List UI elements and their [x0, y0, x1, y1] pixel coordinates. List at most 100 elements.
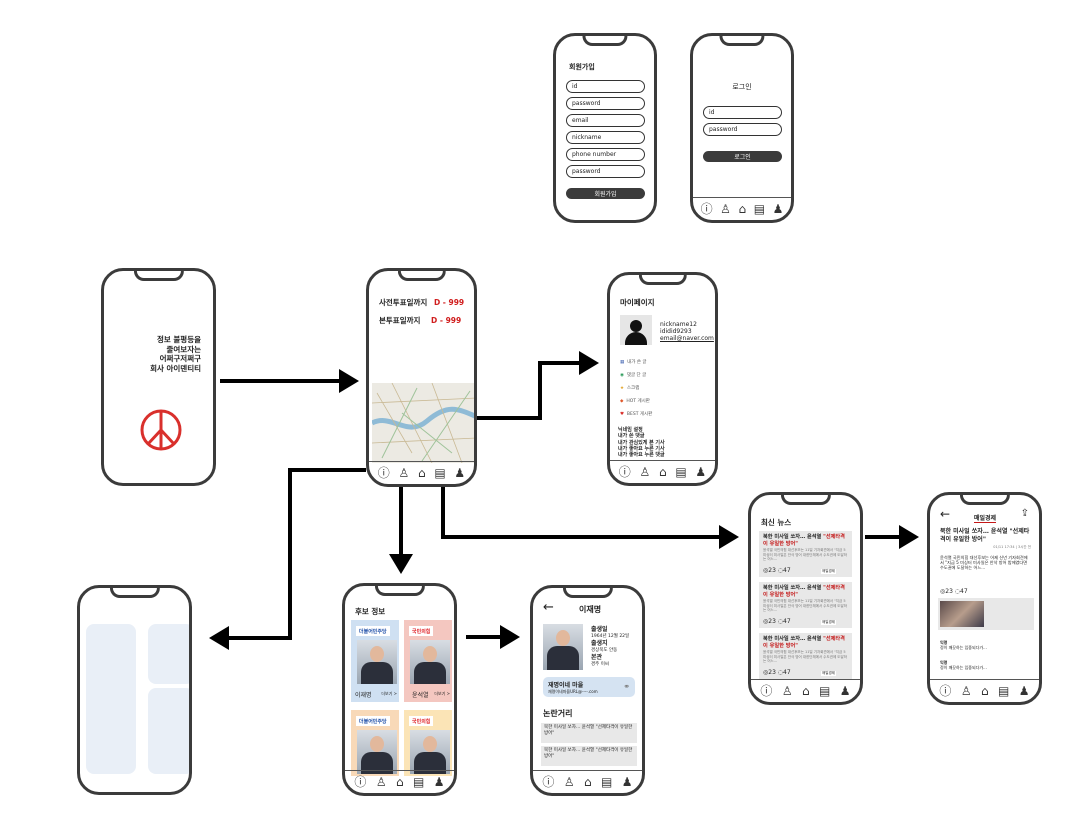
candidate-name: 이재명 — [355, 690, 372, 699]
candidate-icon[interactable]: ♙ — [961, 685, 972, 697]
tab-bar: ⓘ ♙ ⌂ ▤ ♟ — [693, 197, 791, 220]
news-icon[interactable]: ▤ — [675, 466, 686, 478]
user-icon[interactable]: ♟ — [434, 776, 445, 788]
login-password-field[interactable]: password — [703, 123, 782, 136]
candidates-title: 후보 정보 — [355, 606, 385, 617]
controversy-item[interactable]: 북한 미사일 쏘자… 윤석열 "선제타격이 유일한 방어" — [541, 723, 637, 743]
candidate-photo — [543, 624, 583, 670]
candidate-detail-screen: ← 이재명 출생일 1964년 12월 22일 출생지 경상북도 안동 본관 경… — [530, 585, 645, 796]
password-field[interactable]: password — [566, 97, 645, 110]
mypage-menu: ▦ 내가 쓴 글 ◉ 댓글 단 글 ★ 스크랩 ◆ HOT 게시판 ♥ BEST… — [620, 359, 652, 424]
tab-bar: ⓘ ♙ ⌂ ▤ ♟ — [345, 770, 454, 793]
user-icon[interactable]: ♟ — [1019, 685, 1030, 697]
article-body: 윤석열 국민의힘 대선후보는 어제 신년 기자회견에서 "지금 5 미싱터 미사… — [940, 555, 1031, 571]
more-link[interactable]: 더보기 > — [434, 691, 450, 697]
news-card[interactable]: 북한 미사일 쏘자… 윤석열 "선제타격이 유일한 방어" 윤석열 국민의힘 대… — [759, 531, 852, 577]
profile-id: ididid9293 — [660, 328, 714, 335]
blank-screen — [77, 585, 192, 795]
info-icon[interactable]: ⓘ — [354, 776, 366, 788]
mypage-screen: 마이페이지 nickname12 ididid9293 email@naver.… — [607, 272, 718, 486]
home-icon[interactable]: ⌂ — [584, 776, 592, 788]
info-icon[interactable]: ⓘ — [378, 467, 390, 479]
article-headline: 북한 미사일 쏘자… 윤석열 "선제타격이 유일한 방어" — [940, 528, 1031, 543]
menu-item-scrap[interactable]: ★ 스크랩 — [620, 385, 652, 398]
map-image[interactable] — [372, 383, 477, 463]
user-icon[interactable]: ♟ — [622, 776, 633, 788]
home-icon[interactable]: ⌂ — [739, 203, 747, 215]
news-icon[interactable]: ▤ — [754, 203, 765, 215]
news-icon[interactable]: ▤ — [413, 776, 424, 788]
camp-link-box[interactable]: 재명이네 마을 재명이네마을URL@----.com ⚭ — [543, 677, 635, 697]
login-button[interactable]: 로그인 — [703, 151, 782, 162]
id-field[interactable]: id — [566, 80, 645, 93]
article-screen: ← 매일경제 ⇪ 북한 미사일 쏘자… 윤석열 "선제타격이 유일한 방어" 0… — [927, 492, 1042, 705]
home-icon[interactable]: ⌂ — [396, 776, 404, 788]
article-stats: ◎23 ◌47 — [940, 588, 968, 595]
candidate-card[interactable]: 국민의힘 — [404, 710, 452, 776]
share-icon[interactable]: ⇪ — [1021, 508, 1029, 519]
news-icon[interactable]: ▤ — [434, 467, 445, 479]
news-icon[interactable]: ▤ — [819, 685, 830, 697]
candidate-icon[interactable]: ♙ — [720, 203, 731, 215]
news-list-screen: 최신 뉴스 북한 미사일 쏘자… 윤석열 "선제타격이 유일한 방어" 윤석열 … — [748, 492, 863, 705]
home-icon[interactable]: ⌂ — [802, 685, 810, 697]
main-vote-row: 본투표일까지 D - 999 — [379, 315, 461, 326]
email-field[interactable]: email — [566, 114, 645, 127]
candidate-icon[interactable]: ♙ — [639, 466, 650, 478]
news-icon[interactable]: ▤ — [601, 776, 612, 788]
candidate-card[interactable]: 더불어민주당 이재명 더보기 > — [351, 620, 399, 702]
tab-bar: ⓘ ♙ ⌂ ▤ ♟ — [610, 460, 715, 483]
home-icon[interactable]: ⌂ — [659, 466, 667, 478]
info-icon[interactable]: ⓘ — [542, 776, 554, 788]
controversy-item[interactable]: 북한 미사일 쏘자… 윤석열 "선제타격이 유일한 방어" — [541, 746, 637, 766]
back-arrow-icon[interactable]: ← — [940, 507, 950, 521]
back-arrow-icon[interactable]: ← — [543, 600, 554, 615]
candidate-icon[interactable]: ♙ — [398, 467, 409, 479]
candidate-card[interactable]: 더불어민주당 — [351, 710, 399, 776]
related-article[interactable] — [938, 598, 1034, 630]
mypage-title: 마이페이지 — [620, 297, 655, 308]
user-icon[interactable]: ♟ — [695, 466, 706, 478]
user-icon[interactable]: ♟ — [840, 685, 851, 697]
news-card[interactable]: 북한 미사일 쏘자… 윤석열 "선제타격이 유일한 방어" 윤석열 국민의힘 대… — [759, 633, 852, 679]
comment-item[interactable]: 익명 정이 깨끗하는 입중되다가... — [940, 640, 987, 650]
candidate-card[interactable]: 국민의힘 윤석열 더보기 > — [404, 620, 452, 702]
login-screen: 로그인 id password 로그인 ⓘ♙⌂▤♟ — [690, 33, 794, 223]
user-icon[interactable]: ♟ — [454, 467, 465, 479]
login-id-field[interactable]: id — [703, 106, 782, 119]
birthplace-value: 경상북도 안동 — [591, 647, 629, 654]
mypage-links: 닉네임 설정 내가 쓴 댓글 내가 관심있게 본 기사 내가 좋아요 누른 기사… — [618, 427, 665, 458]
menu-item-hot[interactable]: ◆ HOT 게시판 — [620, 398, 652, 411]
nickname-field[interactable]: nickname — [566, 131, 645, 144]
news-card[interactable]: 북한 미사일 쏘자… 윤석열 "선제타격이 유일한 방어" 윤석열 국민의힘 대… — [759, 582, 852, 628]
more-link[interactable]: 더보기 > — [381, 691, 397, 697]
early-vote-row: 사전투표일까지 D - 999 — [379, 297, 464, 308]
menu-item-best[interactable]: ♥ BEST 게시판 — [620, 411, 652, 424]
password-confirm-field[interactable]: password — [566, 165, 645, 178]
candidate-icon[interactable]: ♙ — [376, 776, 387, 788]
splash-text: 정보 불평등을줄여보자는어쩌구저쩌구회사 아이덴티티 — [150, 335, 201, 373]
news-icon[interactable]: ▤ — [998, 685, 1009, 697]
info-icon[interactable]: ⓘ — [701, 203, 713, 215]
vote-logo-icon — [139, 408, 183, 452]
candidate-name: 윤석열 — [412, 690, 429, 699]
home-icon[interactable]: ⌂ — [981, 685, 989, 697]
candidate-icon[interactable]: ♙ — [782, 685, 793, 697]
menu-item-my-comments[interactable]: ◉ 댓글 단 글 — [620, 372, 652, 385]
candidate-icon[interactable]: ♙ — [564, 776, 575, 788]
article-thumbnail — [940, 601, 984, 627]
signup-button[interactable]: 회원가입 — [566, 188, 645, 199]
info-icon[interactable]: ⓘ — [939, 685, 951, 697]
main-vote-dday: D - 999 — [431, 316, 461, 325]
avatar — [620, 315, 652, 345]
info-icon[interactable]: ⓘ — [760, 685, 772, 697]
menu-item-my-posts[interactable]: ▦ 내가 쓴 글 — [620, 359, 652, 372]
phone-field[interactable]: phone number — [566, 148, 645, 161]
comment-item[interactable]: 익명 정이 깨끗하는 입중되다가... — [940, 660, 987, 670]
home-icon[interactable]: ⌂ — [418, 467, 426, 479]
controversy-title: 논란거리 — [543, 708, 572, 719]
info-icon[interactable]: ⓘ — [619, 466, 631, 478]
user-icon[interactable]: ♟ — [773, 203, 784, 215]
arrow-home-news — [443, 487, 735, 537]
